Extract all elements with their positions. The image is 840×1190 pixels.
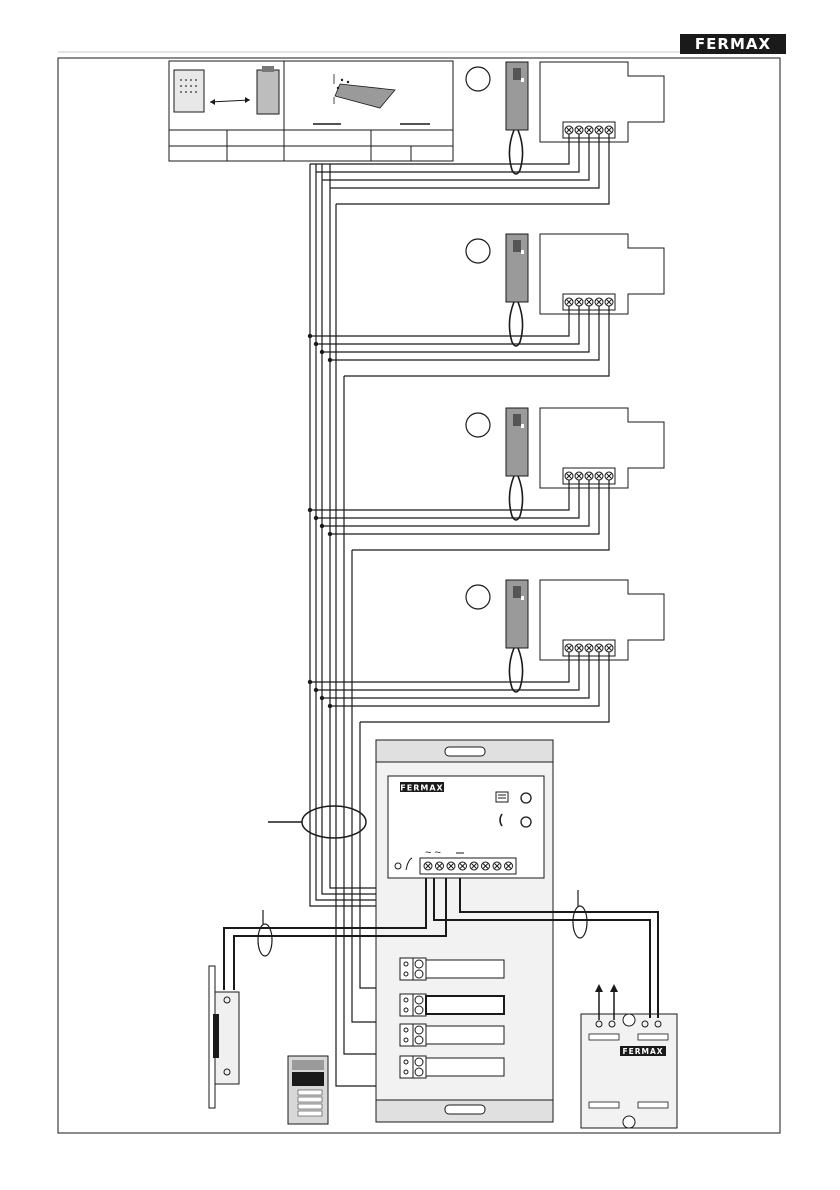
apartment-unit [308,234,664,376]
terminal-panel-icon [174,70,250,112]
apartment-wires [308,480,609,550]
apartment-unit [308,580,664,722]
apartment-terminal-box [540,580,664,660]
apartment-wires [308,306,609,376]
apartment-terminal-box [540,234,664,314]
circle-badge-icon [466,67,490,91]
cable-section-icon [334,74,395,108]
call-module [400,1056,504,1078]
circle-badge-icon [466,413,490,437]
call-module [400,958,504,980]
call-module [400,1024,504,1046]
apartment-unit [310,62,664,204]
apartment-wires [308,652,609,722]
header-logo-text: FERMAX [695,35,771,53]
handset-icon [506,234,528,346]
cable-bundle-marker [268,806,366,838]
power-supply-logo-text: FERMAX [622,1047,663,1056]
apartment-wires [310,134,609,204]
header-logo: FERMAX [680,34,786,54]
handset-icon [506,580,528,692]
circle-badge-icon [466,585,490,609]
handset-icon [506,62,528,174]
circle-badge-icon [466,239,490,263]
reference-table [169,61,453,161]
call-module [400,994,504,1016]
terminal-symbols: ~ ~ [425,847,441,859]
panel-logo-text: FERMAX [400,784,443,793]
door-panel-icon [288,1056,328,1124]
handset-icon [257,66,279,114]
power-supply-icon: FERMAX [581,984,677,1128]
handset-icon [506,408,528,520]
apartment-terminal-box [540,62,664,142]
apartment-terminal-box [540,408,664,488]
apartment-unit [308,408,664,550]
